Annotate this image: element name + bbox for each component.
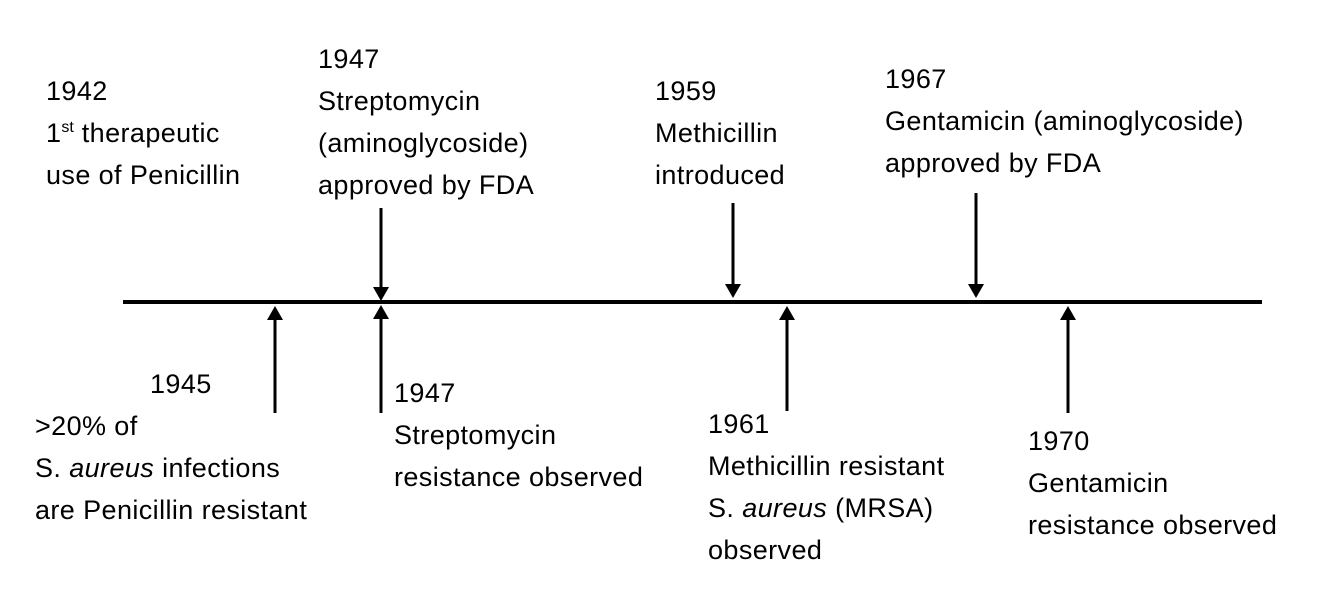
event-1947-streptomycin-approved: 1947 Streptomycin (aminoglycoside) appro…: [318, 38, 534, 206]
arrow-down-1947-streptomycin: [372, 208, 390, 301]
event-line: resistance observed: [1028, 510, 1278, 540]
event-year: 1961: [708, 409, 770, 439]
event-line: Streptomycin: [394, 420, 557, 450]
event-line: S. aureus infections: [35, 453, 281, 483]
event-line: are Penicillin resistant: [35, 495, 308, 525]
event-line: introduced: [655, 160, 786, 190]
species-name-italic: aureus: [742, 493, 828, 523]
event-year: 1959: [655, 76, 717, 106]
ordinal-superscript: st: [61, 119, 74, 136]
event-line: resistance observed: [394, 462, 644, 492]
arrow-head-up-icon: [373, 305, 389, 319]
arrow-stem: [731, 203, 735, 289]
event-line: approved by FDA: [318, 170, 535, 200]
arrow-head-down-icon: [725, 284, 741, 298]
arrow-head-up-icon: [1060, 306, 1076, 320]
event-1945-penicillin-resistance: 1945 >20% of S. aureus infections are Pe…: [35, 363, 307, 531]
event-year: 1947: [394, 378, 456, 408]
arrow-up-1947-streptomycin-resistance: [372, 305, 390, 413]
arrow-down-1959-methicillin: [724, 203, 742, 298]
event-line: 1st therapeutic: [46, 118, 220, 148]
arrow-down-1967-gentamicin: [967, 193, 985, 298]
event-line: Streptomycin: [318, 86, 481, 116]
arrow-head-up-icon: [779, 306, 795, 320]
timeline-axis: [123, 300, 1262, 304]
event-1942-penicillin-use: 1942 1st therapeutic use of Penicillin: [46, 70, 240, 196]
event-line: observed: [708, 535, 823, 565]
event-line: use of Penicillin: [46, 160, 241, 190]
event-line: S. aureus (MRSA): [708, 493, 934, 523]
arrow-head-down-icon: [373, 287, 389, 301]
event-year: 1970: [1028, 426, 1090, 456]
arrow-stem: [1066, 315, 1070, 413]
event-year: 1942: [46, 76, 108, 106]
event-line: (aminoglycoside): [318, 128, 529, 158]
event-1970-gentamicin-resistance: 1970 Gentamicin resistance observed: [1028, 420, 1277, 546]
event-line: Methicillin: [655, 118, 778, 148]
arrow-stem: [785, 315, 789, 411]
event-year: 1945: [150, 369, 212, 399]
species-name-italic: aureus: [69, 453, 155, 483]
arrow-head-up-icon: [267, 306, 283, 320]
arrow-stem: [379, 208, 383, 292]
event-line: approved by FDA: [885, 148, 1102, 178]
event-line: >20% of: [35, 411, 138, 441]
arrow-stem: [379, 314, 383, 413]
event-year: 1967: [885, 64, 947, 94]
event-1959-methicillin-introduced: 1959 Methicillin introduced: [655, 70, 785, 196]
arrow-stem: [974, 193, 978, 289]
arrow-head-down-icon: [968, 284, 984, 298]
arrow-up-1961-mrsa: [778, 306, 796, 411]
arrow-up-1970-gentamicin-resistance: [1059, 306, 1077, 413]
event-line: Gentamicin (aminoglycoside): [885, 106, 1244, 136]
event-1947-streptomycin-resistance: 1947 Streptomycin resistance observed: [394, 372, 643, 498]
event-1961-mrsa-observed: 1961 Methicillin resistant S. aureus (MR…: [708, 403, 944, 571]
arrow-up-1945-penicillin-resistance: [266, 306, 284, 413]
arrow-stem: [273, 315, 277, 413]
event-line: Methicillin resistant: [708, 451, 945, 481]
event-line: Gentamicin: [1028, 468, 1169, 498]
event-year: 1947: [318, 44, 380, 74]
event-1967-gentamicin-approved: 1967 Gentamicin (aminoglycoside) approve…: [885, 58, 1244, 184]
